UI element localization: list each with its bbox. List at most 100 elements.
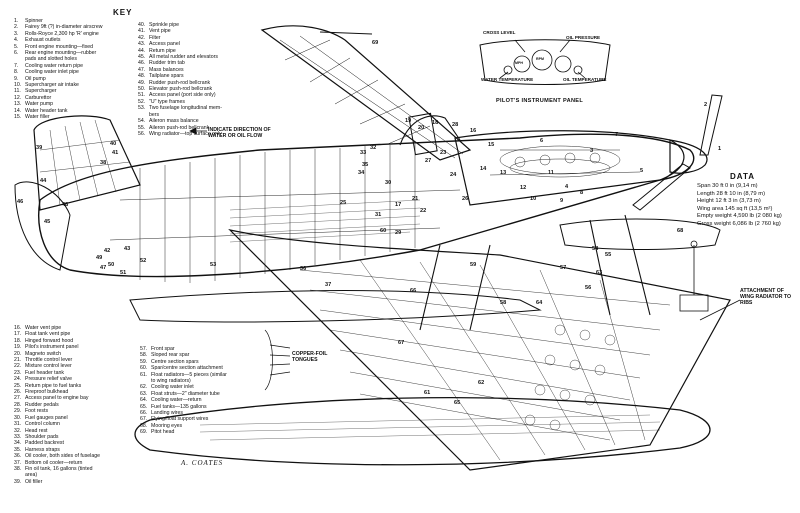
callout-number: 8 <box>580 190 584 196</box>
key-item: 14.Water header tank <box>14 108 103 114</box>
propeller-blade-lower <box>632 163 691 211</box>
key-item-number: 40. <box>138 22 146 28</box>
callout-number: 34 <box>358 170 365 176</box>
callout-number: 64 <box>536 300 543 306</box>
key-item-number: 41. <box>138 28 146 35</box>
key-item: 49.Rudder push-rod bellcrank <box>138 80 222 86</box>
callout-number: 19 <box>405 118 412 124</box>
callout-number: 10 <box>530 196 537 202</box>
key-item-number: 31. <box>14 421 22 428</box>
callout-number: 15 <box>488 142 495 148</box>
key-item: 36.Oil cooler, both sides of fuselage <box>14 453 100 459</box>
key-item: 37.Bottom oil cooler—return <box>14 460 100 466</box>
key-item-text: Tailplane spars <box>149 73 184 80</box>
key-item-number: 38. <box>14 465 22 472</box>
key-item: 50.Elevator push-rod bellcrank <box>138 86 222 92</box>
key-item-number: 54. <box>138 118 146 125</box>
key-item-text: Cooling water return pipe <box>25 62 83 69</box>
key-item: 62.Cooling water inlet <box>140 384 227 390</box>
flow-legend-line2: WATER OR OIL FLOW <box>208 133 263 139</box>
fuselage-ribbing <box>229 199 421 243</box>
callout-number: 61 <box>424 390 431 396</box>
key-item-number: 53. <box>138 105 146 112</box>
key-item-text: Oil filler <box>25 478 43 485</box>
key-item-text: Bottom oil cooler—return <box>25 459 83 466</box>
key-item-text: to wing radiators) <box>151 378 191 385</box>
callout-number: 9 <box>560 198 564 204</box>
key-item-text: Oil pump <box>25 75 46 82</box>
callout-number: 21 <box>412 196 419 202</box>
callout-number: 53 <box>210 262 217 268</box>
instrument-panel-title: PILOT'S INSTRUMENT PANEL <box>496 98 584 104</box>
callout-number: 2 <box>704 102 708 108</box>
spinner <box>669 139 708 174</box>
callout-number: 25 <box>340 200 347 206</box>
key-item-text: Pressure relief valve <box>25 376 72 383</box>
key-item-number: 49. <box>138 79 146 86</box>
data-list: Span 30 ft 0 in (9,14 m)Length 28 ft 10 … <box>697 183 782 229</box>
key-item: 66.Landing wires <box>140 410 227 416</box>
callout-number: 41 <box>112 150 119 156</box>
key-item: 17.Float tank vent pipe <box>14 331 100 337</box>
key-item-number: 62. <box>140 384 148 391</box>
callout-number: 39 <box>36 145 43 151</box>
key-item: 57.Front spar <box>140 346 227 352</box>
key-item-number: 44. <box>138 47 146 54</box>
key-item-text: Access panel <box>149 41 180 48</box>
data-row: Height 12 ft 3 in (3,73 m) <box>697 198 761 205</box>
key-item-text: Landing wires <box>151 410 184 417</box>
key-item-number: 16. <box>14 325 22 331</box>
key-item: 21.Throttle control lever <box>14 357 100 363</box>
key-item: 45.All metal rudder and elevators <box>138 54 222 60</box>
callout-number: 23 <box>440 150 447 156</box>
key-item-text: Shoulder pads <box>25 433 59 440</box>
data-row: Gross weight 6,086 lb (2 760 kg) <box>697 220 781 227</box>
cockpit-hood <box>399 115 461 146</box>
key-item: 69.Pitot head <box>140 429 227 435</box>
key-item: 11.Supercharger <box>14 88 103 94</box>
callout-number: 51 <box>120 270 127 276</box>
callout-number: 4 <box>565 184 569 190</box>
key-item-text: Rear engine mounting—rubber <box>25 50 97 57</box>
key-item-number: 52. <box>138 98 146 105</box>
key-item: 8.Cooling water inlet pipe <box>14 69 103 75</box>
key-item-number: 19. <box>14 344 22 351</box>
callout-number: 27 <box>425 158 432 164</box>
key-item-text: Two fuselage longitudinal mem- <box>149 105 222 112</box>
key-item-number: 57. <box>140 346 148 352</box>
key-item-text: Sprinkle pipe <box>149 22 179 28</box>
callout-number: 52 <box>140 258 147 264</box>
key-item: 43.Access panel <box>138 41 222 47</box>
foil-label-line2: TONGUES <box>292 357 318 363</box>
callout-number: 17 <box>395 202 402 208</box>
key-item-number: 4. <box>14 37 19 44</box>
key-item: 52."U" type frames <box>138 99 222 105</box>
callout-number: 56 <box>585 285 592 291</box>
key-item: 26.Fireproof bulkhead <box>14 389 100 395</box>
callout-number: 26 <box>462 196 469 202</box>
flow-direction-legend: INDICATE DIRECTION OF WATER OR OIL FLOW <box>208 127 271 139</box>
key-item: 65.Fuel tanks—135 gallons <box>140 404 227 410</box>
key-item-number: 59. <box>140 358 148 365</box>
propeller-blade-upper <box>699 94 723 156</box>
callout-number: 6 <box>540 138 544 144</box>
key-item: 35.Harness straps <box>14 447 100 453</box>
key-item: pads and slotted holes <box>14 56 103 62</box>
key-item-number: 32. <box>14 427 22 434</box>
callout-number: 13 <box>500 170 507 176</box>
callout-number: 54 <box>592 246 599 252</box>
key-item: 39.Oil filler <box>14 479 100 485</box>
key-item-text: Magneto switch <box>25 350 62 357</box>
callout-number: 46 <box>17 199 24 205</box>
key-item: 33.Shoulder pads <box>14 434 100 440</box>
attach-label-line2: WING RADIATOR TO <box>740 294 792 300</box>
key-item-text: Supercharger air intake <box>25 82 79 89</box>
key-item: 15.Water filler <box>14 114 103 120</box>
key-item: 1.Spinner <box>14 18 103 24</box>
callout-number: 33 <box>360 150 367 156</box>
water-temperature-label: WATER TEMPERATURE <box>481 77 534 82</box>
callout-number: 69 <box>372 40 379 46</box>
